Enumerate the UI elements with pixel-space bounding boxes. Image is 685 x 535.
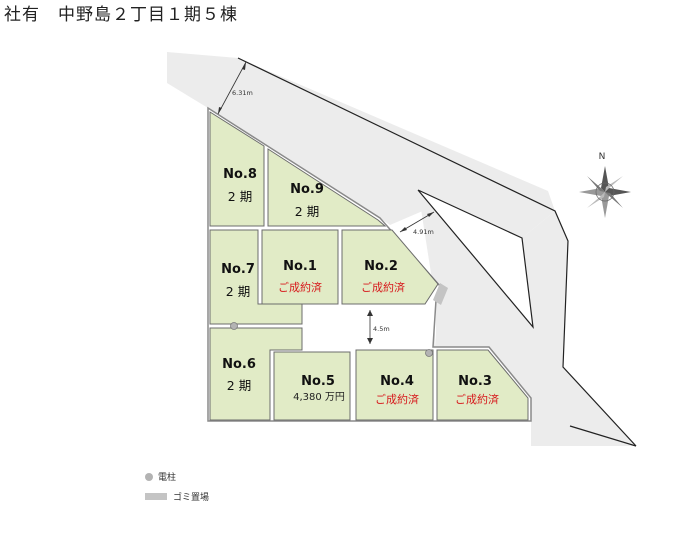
legend-garbage-label: ゴミ置場 [173,493,210,503]
east-road-inner-edge [417,189,534,329]
lot-no9-phase: 2 期 [295,204,319,219]
legend-pole: 電柱 [145,470,176,483]
north-compass-icon: N [579,152,631,218]
north-road [167,52,555,238]
legend-garbage: ゴミ置場 [145,490,209,503]
lot-no4[interactable] [355,349,434,421]
pole-icon [145,472,153,481]
lot-no8-phase: 2 期 [228,189,252,204]
lot-no3[interactable] [436,349,529,421]
lot-no7-phase: 2 期 [226,284,250,299]
lot-no7-number: No.7 [221,262,255,277]
lot-no5[interactable] [273,351,351,421]
lot-no5-price: 4,380 万円 [293,392,345,403]
dimension-label-internal: 4.5m [373,325,390,333]
lot-no3-status: ご成約済 [455,392,499,406]
lot-no2-number: No.2 [364,259,398,274]
lot-no1[interactable] [261,229,339,305]
south-road-edge [569,425,637,447]
lot-no6[interactable] [209,327,303,421]
lot-no9-number: No.9 [290,182,324,197]
lot-no3-number: No.3 [458,374,492,389]
dimension-label-north: 6.31m [232,89,253,97]
garbage-station [433,283,448,305]
legend-pole-label: 電柱 [158,473,177,483]
lot-no8[interactable] [209,111,265,227]
page-title: 社有 中野島２丁目１期５棟 [4,5,238,25]
utility-pole [230,322,238,330]
dimension-road-east: 4.91m [399,211,435,236]
dimension-road-north: 6.31m [217,61,253,115]
lot-no9[interactable] [267,148,387,227]
garbage-station-icon [145,493,167,500]
utility-pole [425,349,433,357]
north-road-edge [237,57,637,447]
lot-no1-status: ご成約済 [278,280,322,294]
lot-no6-number: No.6 [222,357,256,372]
lot-no4-status: ご成約済 [375,392,419,406]
dimension-road-internal: 4.5m [367,310,390,344]
lot-no5-number: No.5 [301,374,335,389]
lot-no1-number: No.1 [283,259,317,274]
lot-no2[interactable] [341,229,439,305]
lot-no8-number: No.8 [223,167,257,182]
lot-no6-phase: 2 期 [227,378,251,393]
lot-no4-number: No.4 [380,374,414,389]
compass-north-label: N [599,152,606,162]
dimension-label-east: 4.91m [413,228,434,236]
lot-no2-status: ご成約済 [361,280,405,294]
